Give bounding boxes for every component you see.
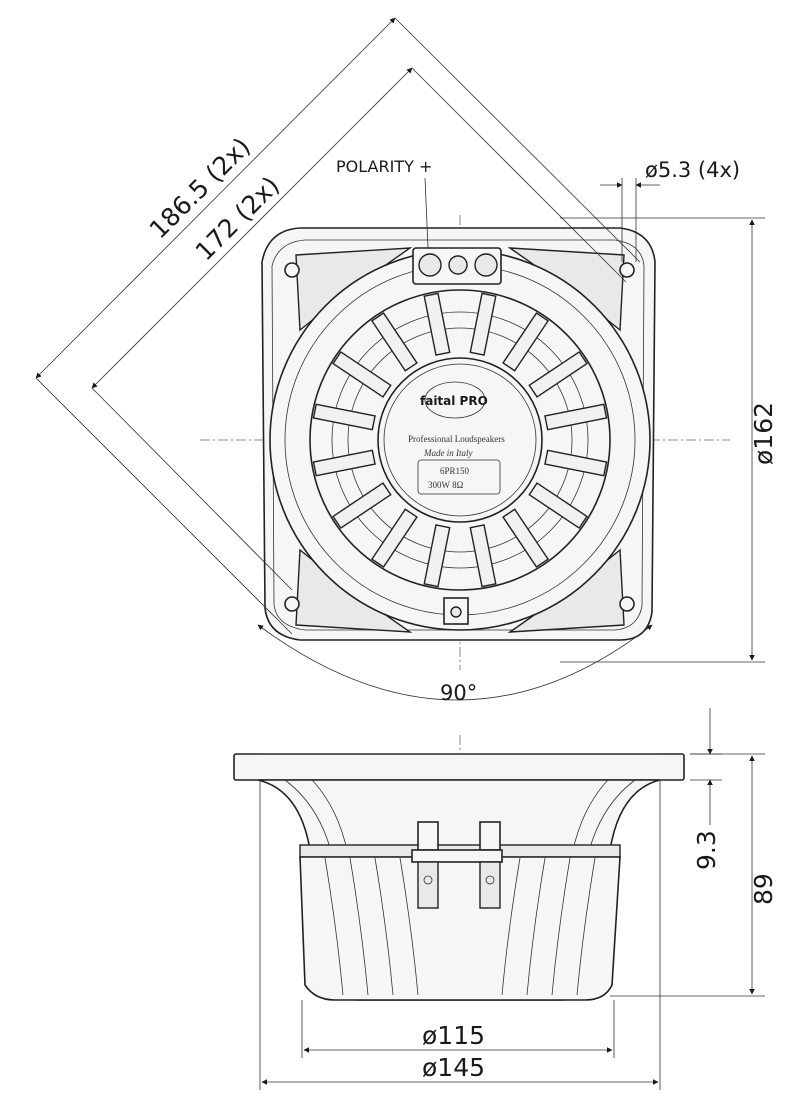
basket-rib bbox=[312, 449, 376, 477]
basket-rib bbox=[544, 449, 608, 477]
basket-rib bbox=[312, 403, 376, 431]
logo-line2: Made in Italy bbox=[423, 448, 473, 458]
basket-rib bbox=[423, 524, 451, 588]
dim-front-height: ø162 bbox=[749, 402, 778, 465]
side-rib bbox=[501, 857, 521, 996]
mount-hole-tl bbox=[284, 262, 300, 278]
height-dimension: ø162 bbox=[560, 217, 778, 663]
dim-angle: 90° bbox=[440, 681, 477, 705]
flange-dimension: 9.3 bbox=[690, 708, 722, 870]
basket-rib bbox=[528, 482, 588, 530]
mount-hole-bl bbox=[284, 596, 300, 612]
basket-rib bbox=[469, 292, 497, 356]
flange bbox=[233, 753, 685, 781]
side-rib bbox=[576, 857, 596, 996]
basket-rib bbox=[370, 508, 418, 568]
dim-flange: 9.3 bbox=[692, 830, 721, 870]
logo-rating: 300W 8Ω bbox=[428, 480, 464, 490]
mount-hole-br bbox=[619, 596, 635, 612]
basket-rib bbox=[544, 403, 608, 431]
body-dimension: ø145 bbox=[259, 780, 661, 1090]
basket-rib bbox=[502, 508, 550, 568]
magnet-dimension: ø115 bbox=[301, 1000, 615, 1058]
side-rib bbox=[551, 857, 571, 996]
depth-dimension: 89 bbox=[610, 753, 778, 997]
side-rib bbox=[374, 857, 394, 996]
basket-ribs bbox=[312, 292, 608, 588]
basket-rib bbox=[423, 292, 451, 356]
front-view: faital PRO Professional Loudspeakers Mad… bbox=[200, 215, 730, 670]
dim-depth: 89 bbox=[749, 873, 778, 905]
side-rib bbox=[349, 857, 369, 996]
side-rib bbox=[526, 857, 546, 996]
basket-rib bbox=[528, 350, 588, 398]
polarity-label: POLARITY + bbox=[336, 157, 432, 176]
basket-rib bbox=[502, 312, 550, 372]
dim-magnet: ø115 bbox=[422, 1021, 485, 1050]
logo-line1: Professional Loudspeakers bbox=[408, 434, 505, 444]
brand-logo: faital PRO Professional Loudspeakers Mad… bbox=[408, 381, 505, 495]
side-rib bbox=[399, 857, 419, 996]
logo-model: 6PR150 bbox=[440, 466, 470, 476]
hole-dimension: ø5.3 (4x) bbox=[600, 158, 740, 262]
basket-rib bbox=[469, 524, 497, 588]
side-rib bbox=[324, 857, 344, 996]
dust-cap bbox=[377, 357, 543, 523]
basket-rib bbox=[332, 482, 392, 530]
dim-hole: ø5.3 (4x) bbox=[645, 158, 740, 182]
angle-dimension: 90° bbox=[257, 624, 653, 705]
mount-hole-tr bbox=[619, 262, 635, 278]
logo-brand: faital PRO bbox=[420, 394, 488, 408]
dim-body: ø145 bbox=[422, 1053, 485, 1082]
side-view bbox=[233, 735, 685, 1001]
